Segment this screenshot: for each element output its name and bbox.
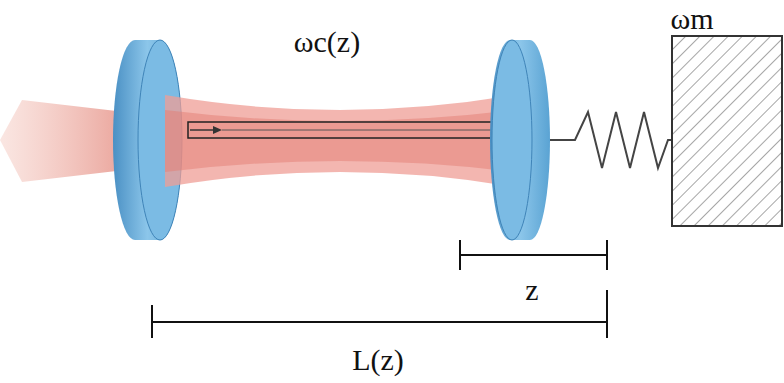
light-path (188, 122, 500, 138)
length-dimension (152, 290, 607, 338)
length-label: L(z) (352, 345, 404, 375)
cavity-beam (165, 95, 515, 187)
z-dimension (460, 240, 607, 270)
fixed-wall (672, 36, 782, 226)
laser-beam (0, 100, 125, 182)
mechanical-frequency: ωm (670, 4, 713, 34)
cavity-frequency: ωc(z) (294, 27, 360, 57)
spring (550, 112, 672, 168)
displacement-label: z (525, 275, 538, 305)
movable-mirror (490, 40, 550, 240)
